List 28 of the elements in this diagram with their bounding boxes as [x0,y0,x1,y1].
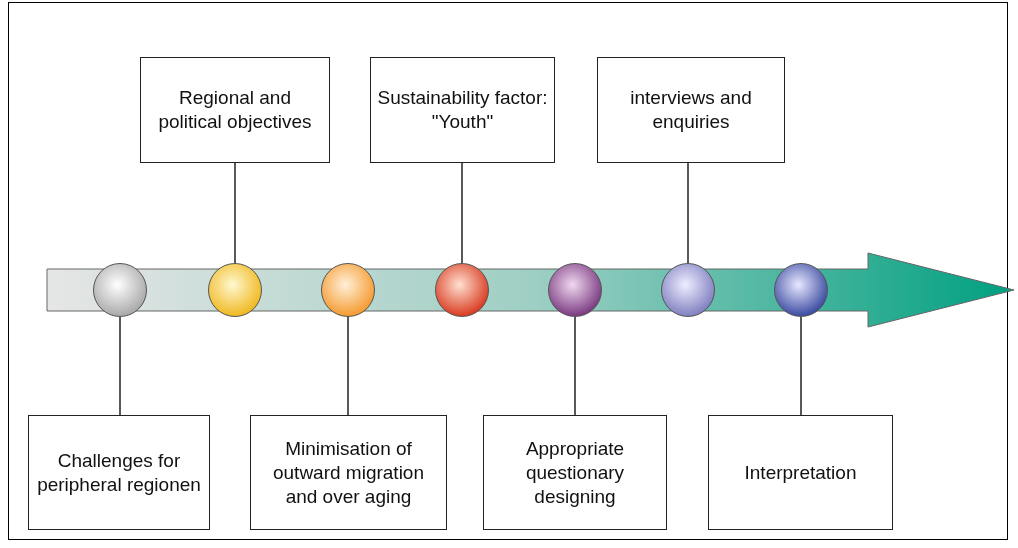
timeline-dot [661,263,715,317]
box-text: Interpretation [743,460,858,485]
connector-line [234,162,236,264]
box-text: Regional and political objectives [157,86,313,134]
text-box [370,57,555,163]
text-box [250,415,447,530]
connector-line [687,162,689,264]
text-box [483,415,667,530]
box-text: Minimisation of outward migration and over aging [272,436,425,509]
connector-line [347,316,349,416]
text-box [140,57,330,163]
timeline-dot [208,263,262,317]
box-text: Challenges for peripheral regionen [36,448,202,497]
timeline-dot [774,263,828,317]
timeline-dot [548,263,602,317]
timeline-dot [93,263,147,317]
box-text: Sustainability factor: "Youth" [376,86,549,134]
text-box [708,415,893,530]
connector-line [574,316,576,416]
connector-line [800,316,802,416]
box-text: Appropriate questionary designing [524,436,626,509]
box-text: interviews and enquiries [629,86,753,134]
text-box [28,415,210,530]
text-box [597,57,785,163]
timeline-dot [435,263,489,317]
timeline-dot [321,263,375,317]
connector-line [461,162,463,264]
connector-line [119,316,121,416]
